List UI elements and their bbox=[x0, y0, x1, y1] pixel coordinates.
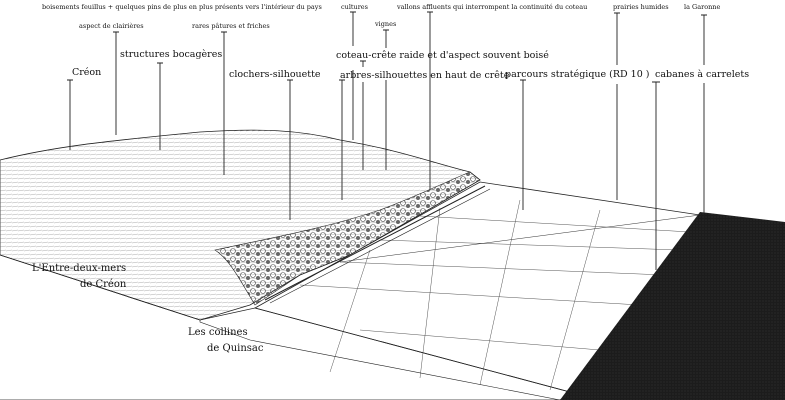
region-collines-line1: Les collines bbox=[188, 327, 248, 338]
leader-lines bbox=[67, 11, 707, 270]
label-coteau: coteau-crête raide et d'aspect souvent b… bbox=[336, 50, 549, 61]
label-clairieres: aspect de clairières bbox=[79, 22, 144, 30]
label-bocageres: structures bocagères bbox=[120, 49, 223, 60]
region-collines-line2: de Quinsac bbox=[207, 343, 264, 354]
label-garonne: la Garonne bbox=[684, 3, 721, 11]
region-entre-deux-mers-line1: L'Entre-deux-mers bbox=[32, 263, 127, 274]
garonne-river bbox=[560, 212, 785, 400]
front-face bbox=[0, 254, 571, 400]
label-vallons: vallons affluents qui interrompent la co… bbox=[397, 3, 588, 11]
road-rd10-edge bbox=[269, 188, 491, 304]
plain-field-lines bbox=[299, 199, 701, 391]
label-prairies: prairies humides bbox=[613, 3, 669, 11]
label-clochers: clochers-silhouette bbox=[229, 69, 321, 80]
label-cabanes: cabanes à carrelets bbox=[655, 69, 750, 80]
front-face-lower-edge bbox=[199, 320, 561, 400]
label-patures: rares pâtures et friches bbox=[192, 22, 270, 30]
road-rd10 bbox=[264, 185, 486, 301]
plateau bbox=[0, 129, 481, 321]
label-cultures: cultures bbox=[341, 3, 368, 11]
label-arbres: arbres-silhouettes en haut de crête bbox=[340, 70, 510, 81]
label-boisements: boisements feuillus + quelques pins de p… bbox=[42, 3, 322, 11]
label-vignes: vignes bbox=[375, 20, 397, 28]
region-entre-deux-mers-line2: de Créon bbox=[80, 279, 127, 290]
wooded-slope bbox=[214, 171, 481, 306]
label-parcours: parcours stratégique (RD 10 ) bbox=[505, 69, 650, 80]
label-creon: Créon bbox=[72, 67, 102, 78]
